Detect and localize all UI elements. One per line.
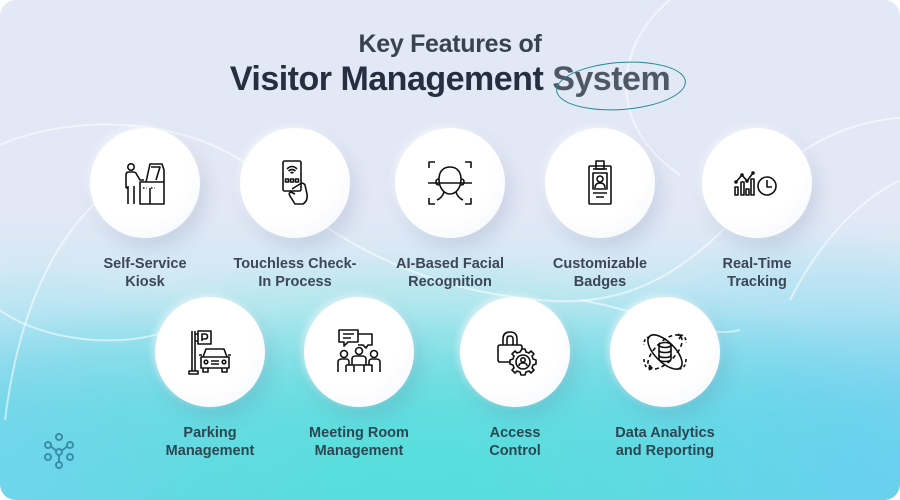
feature-label: AI-Based Facial Recognition: [396, 256, 504, 290]
feature-circle: [610, 297, 720, 407]
feature-self-service-kiosk[interactable]: Self-Service Kiosk: [60, 128, 230, 291]
feature-access-control[interactable]: Access Control: [430, 297, 600, 460]
title-main-text: Visitor Management: [229, 60, 553, 98]
feature-label: Self-Service Kiosk: [103, 256, 187, 290]
id-badge-icon: [588, 160, 612, 205]
feature-circle: [460, 297, 570, 407]
feature-circle: [90, 128, 200, 238]
chart-clock-icon: [734, 171, 777, 196]
feature-circle: [304, 297, 414, 407]
feature-label: Touchless Check- In Process: [233, 256, 357, 290]
feature-label: Data Analytics and Reporting: [615, 425, 715, 459]
feature-circle: [702, 128, 812, 238]
feature-data-analytics-reporting[interactable]: Data Analytics and Reporting: [580, 297, 750, 460]
feature-circle: [545, 128, 655, 238]
network-nodes-logo-icon: [44, 433, 74, 469]
title-line-2: Visitor Management System: [0, 60, 900, 99]
feature-ai-facial-recognition[interactable]: AI-Based Facial Recognition: [365, 128, 535, 291]
feature-label: Meeting Room Management: [309, 425, 409, 459]
feature-label: Real-Time Tracking: [722, 256, 792, 290]
feature-meeting-room-management[interactable]: Meeting Room Management: [274, 297, 444, 460]
feature-customizable-badges[interactable]: Customizable Badges: [515, 128, 685, 291]
contactless-card-icon: [282, 160, 308, 205]
kiosk-icon: [125, 163, 165, 205]
feature-circle: [395, 128, 505, 238]
feature-label: Parking Management: [165, 425, 255, 459]
feature-real-time-tracking[interactable]: Real-Time Tracking: [672, 128, 842, 291]
feature-touchless-check-in[interactable]: Touchless Check- In Process: [210, 128, 380, 291]
lock-gear-icon: [497, 331, 537, 376]
feature-circle: [155, 297, 265, 407]
database-orbit-icon: [643, 333, 687, 371]
feature-label: Access Control: [489, 425, 541, 459]
feature-parking-management[interactable]: Parking Management: [125, 297, 295, 460]
title-highlight-text: System: [552, 60, 671, 98]
face-scan-icon: [428, 161, 472, 205]
parking-car-icon: [188, 330, 231, 375]
title-line-1: Key Features of: [358, 30, 542, 58]
meeting-icon: [337, 329, 381, 372]
feature-circle: [240, 128, 350, 238]
feature-label: Customizable Badges: [552, 256, 648, 290]
